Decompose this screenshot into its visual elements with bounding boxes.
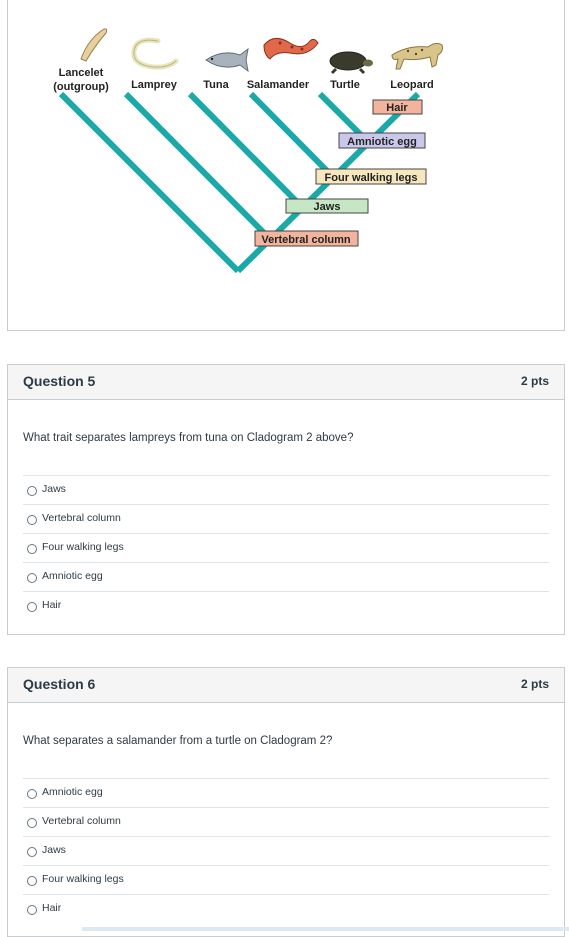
answer-label[interactable]: Four walking legs (42, 873, 124, 885)
svg-text:Four walking legs: Four walking legs (325, 172, 418, 184)
radio-button[interactable] (27, 789, 37, 799)
leopard-icon (391, 42, 443, 70)
svg-text:Vertebral column: Vertebral column (261, 234, 351, 246)
answer-option[interactable]: Jaws (23, 836, 549, 865)
answer-option[interactable]: Amniotic egg (23, 778, 549, 807)
answer-option[interactable]: Hair (23, 591, 549, 620)
radio-button[interactable] (27, 818, 37, 828)
species-label-tuna: Tuna (203, 79, 229, 91)
question-header: Question 5 2 pts (8, 365, 564, 400)
trait-box-vertebral-column: Vertebral column (254, 230, 359, 247)
question-6-panel: Question 6 2 pts What separates a salama… (7, 667, 565, 937)
salamander-icon (263, 38, 319, 60)
species-label-lancelet: Lancelet (59, 67, 104, 79)
species-label-salamander: Salamander (247, 79, 310, 91)
trait-box-hair: Hair (372, 99, 423, 115)
species-sublabel-lancelet: (outgroup) (53, 81, 109, 93)
svg-text:Jaws: Jaws (314, 201, 341, 213)
species-label-turtle: Turtle (330, 79, 360, 91)
answer-option[interactable]: Hair (23, 894, 549, 923)
question-points: 2 pts (520, 374, 549, 388)
radio-button[interactable] (27, 515, 37, 525)
question-points: 2 pts (520, 677, 549, 691)
radio-button[interactable] (27, 847, 37, 857)
species-label-lamprey: Lamprey (131, 79, 178, 91)
species-label-leopard: Leopard (390, 79, 433, 91)
cladogram-panel: Lancelet (outgroup) Lamprey Tuna Salaman… (7, 0, 565, 331)
answer-label[interactable]: Hair (42, 902, 62, 914)
answer-option[interactable]: Four walking legs (23, 533, 549, 562)
answer-list: Jaws Vertebral column Four walking legs … (23, 475, 549, 620)
question-text: What trait separates lampreys from tuna … (23, 432, 354, 444)
answer-list: Amniotic egg Vertebral column Jaws Four … (23, 778, 549, 923)
radio-button[interactable] (27, 486, 37, 496)
answer-label[interactable]: Hair (42, 599, 62, 611)
question-header: Question 6 2 pts (8, 668, 564, 703)
radio-button[interactable] (27, 544, 37, 554)
branch-tuna (187, 91, 305, 210)
answer-option[interactable]: Amniotic egg (23, 562, 549, 591)
cladogram-diagram: Lancelet (outgroup) Lamprey Tuna Salaman… (53, 28, 443, 274)
radio-button[interactable] (27, 602, 37, 612)
answer-option[interactable]: Four walking legs (23, 865, 549, 894)
branch-lamprey (123, 91, 273, 242)
bottom-scroll-hint (82, 927, 569, 931)
answer-option[interactable]: Jaws (23, 475, 549, 504)
turtle-icon (329, 51, 373, 75)
question-title: Question 5 (23, 373, 96, 389)
answer-label[interactable]: Jaws (42, 483, 66, 495)
branch-salamander (248, 91, 336, 180)
question-title: Question 6 (23, 676, 96, 692)
svg-text:Hair: Hair (386, 102, 408, 114)
answer-option[interactable]: Vertebral column (23, 807, 549, 836)
answer-label[interactable]: Amniotic egg (42, 570, 103, 582)
answer-option[interactable]: Vertebral column (23, 504, 549, 533)
answer-label[interactable]: Vertebral column (42, 815, 121, 827)
branch-lancelet (58, 91, 241, 274)
trait-box-amniotic-egg: Amniotic egg (338, 132, 426, 149)
answer-label[interactable]: Jaws (42, 844, 66, 856)
svg-text:Amniotic egg: Amniotic egg (347, 136, 417, 148)
lancelet-icon (80, 28, 108, 62)
answer-label[interactable]: Amniotic egg (42, 786, 103, 798)
question-5-panel: Question 5 2 pts What trait separates la… (7, 364, 565, 635)
lamprey-icon (131, 37, 179, 70)
radio-button[interactable] (27, 573, 37, 583)
answer-label[interactable]: Four walking legs (42, 541, 124, 553)
question-text: What separates a salamander from a turtl… (23, 735, 333, 747)
answer-label[interactable]: Vertebral column (42, 512, 121, 524)
radio-button[interactable] (27, 876, 37, 886)
trait-box-four-walking-legs: Four walking legs (315, 168, 427, 185)
radio-button[interactable] (27, 905, 37, 915)
trait-box-jaws: Jaws (285, 198, 369, 214)
tuna-icon (205, 47, 249, 73)
